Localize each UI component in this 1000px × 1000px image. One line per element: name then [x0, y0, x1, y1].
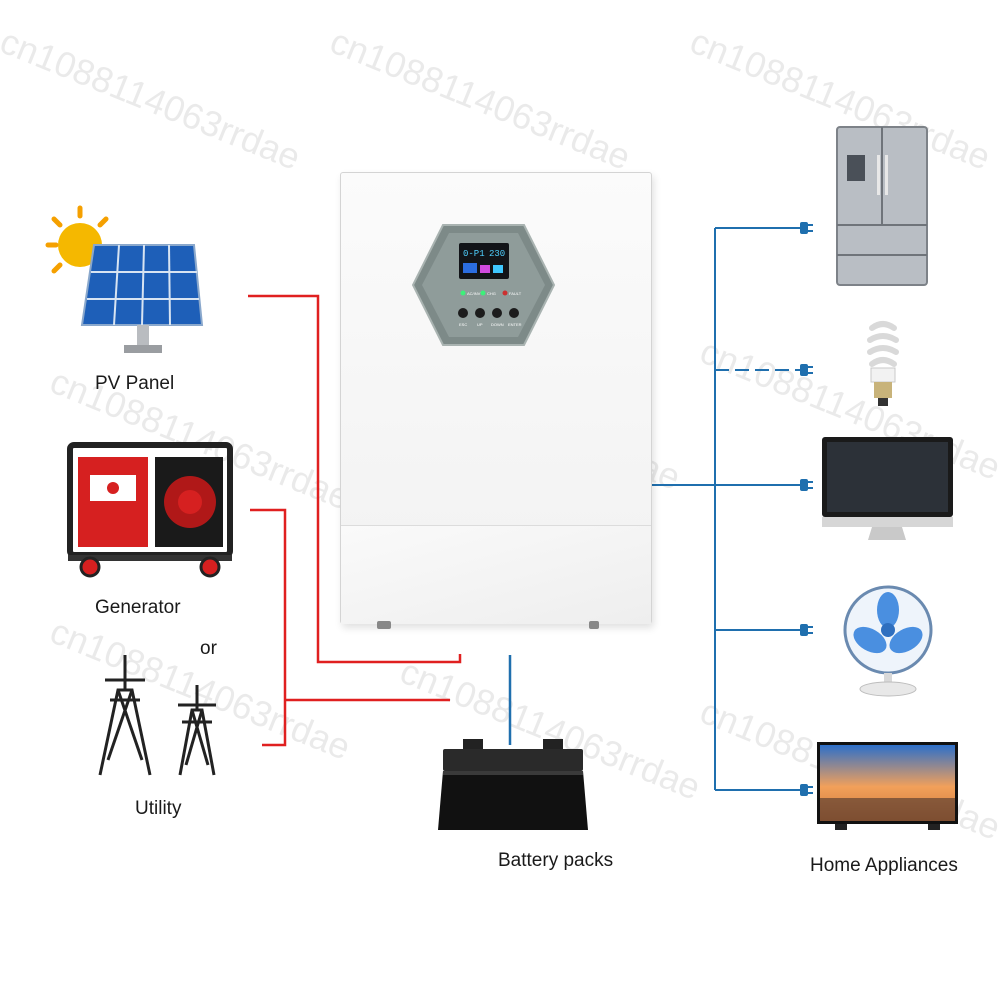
sun-icon [45, 205, 109, 274]
enter-button[interactable] [509, 308, 519, 318]
ac-wiring [248, 294, 462, 747]
led-fault [502, 290, 508, 296]
inverter-control-panel: 0-P1 230 AC/INV CHG FAULT ESC UP DOWN EN… [411, 224, 556, 346]
hybrid-inverter: 0-P1 230 AC/INV CHG FAULT ESC UP DOWN EN… [340, 172, 652, 629]
monitor-icon [822, 437, 953, 540]
plug-icons [800, 222, 813, 796]
pv-panel-label: PV Panel [95, 373, 175, 394]
home-appliances-label: Home Appliances [810, 855, 958, 876]
generator-icon [67, 442, 233, 578]
tv-icon [817, 742, 958, 830]
up-button[interactable] [475, 308, 485, 318]
display-left-value: 0-P1 [463, 249, 485, 259]
transmission-tower-icon [98, 655, 216, 776]
generator-label: Generator [95, 597, 181, 618]
led-chg [480, 290, 486, 296]
led-label-chg: CHG [487, 291, 496, 296]
down-button[interactable] [492, 308, 502, 318]
esc-button[interactable] [458, 308, 468, 318]
refrigerator-icon [836, 126, 928, 286]
inverter-foot-left [377, 621, 391, 629]
esc-button-label: ESC [459, 322, 467, 327]
utility-label: Utility [135, 798, 182, 819]
or-label: or [200, 638, 217, 659]
inverter-lower-panel [341, 525, 651, 624]
battery-packs-label: Battery packs [498, 850, 614, 871]
enter-button-label: ENTER [508, 322, 522, 327]
inverter-foot-right [589, 621, 599, 629]
led-ac-inv [460, 290, 466, 296]
led-label-fault: FAULT [509, 291, 522, 296]
load-wiring [650, 227, 800, 791]
display-right-value: 230 [489, 249, 505, 259]
up-button-label: UP [477, 322, 483, 327]
solar-panel-icon [45, 205, 204, 353]
battery-icon [438, 739, 588, 830]
fan-icon [843, 585, 933, 697]
down-button-label: DOWN [491, 322, 504, 327]
light-bulb-icon [867, 321, 899, 406]
led-label-ac-inv: AC/INV [467, 291, 481, 296]
